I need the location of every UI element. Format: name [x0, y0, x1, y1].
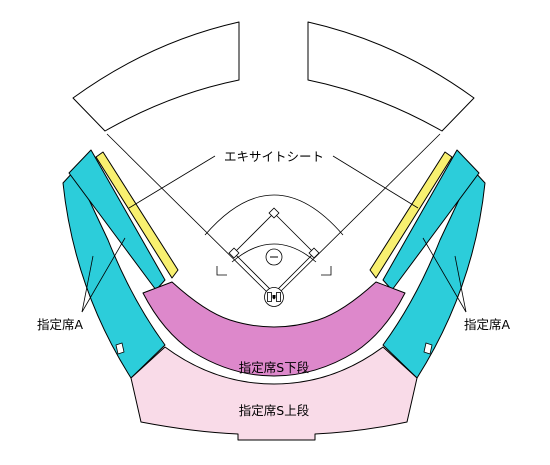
label-excite-seat: エキサイトシート — [224, 149, 324, 164]
third-base — [228, 247, 240, 259]
batters-box-left — [267, 292, 272, 302]
right-notch — [423, 342, 433, 355]
left-notch — [115, 342, 125, 355]
label-reserved-a-right: 指定席A — [464, 317, 511, 332]
second-base — [268, 207, 280, 219]
reserved-a-right-inner[interactable] — [382, 149, 480, 291]
playing-field — [106, 133, 441, 307]
coach-box-first — [321, 266, 332, 276]
leader-lines — [81, 155, 467, 313]
home-plate — [272, 295, 276, 300]
batters-box-right — [276, 292, 281, 302]
first-base — [308, 247, 320, 259]
label-reserved-s-lower: 指定席S下段 — [239, 360, 309, 375]
label-reserved-a-left: 指定席A — [37, 317, 84, 332]
excite-seat-right[interactable] — [369, 151, 453, 279]
outfield-fence-arc — [204, 194, 344, 236]
outfield-stand-right[interactable] — [307, 21, 475, 132]
reserved-s-upper[interactable] — [130, 346, 418, 441]
reserved-s-lower[interactable] — [142, 281, 406, 377]
outfield-stand-left[interactable] — [72, 21, 240, 132]
label-reserved-s-upper: 指定席S上段 — [239, 403, 309, 418]
excite-seat-left[interactable] — [95, 151, 179, 279]
foul-line-left — [106, 133, 269, 294]
coach-box-third — [216, 266, 227, 276]
foul-line-right — [278, 133, 441, 294]
infield-grass-arc — [231, 243, 317, 263]
reserved-a-left-inner[interactable] — [68, 149, 166, 291]
